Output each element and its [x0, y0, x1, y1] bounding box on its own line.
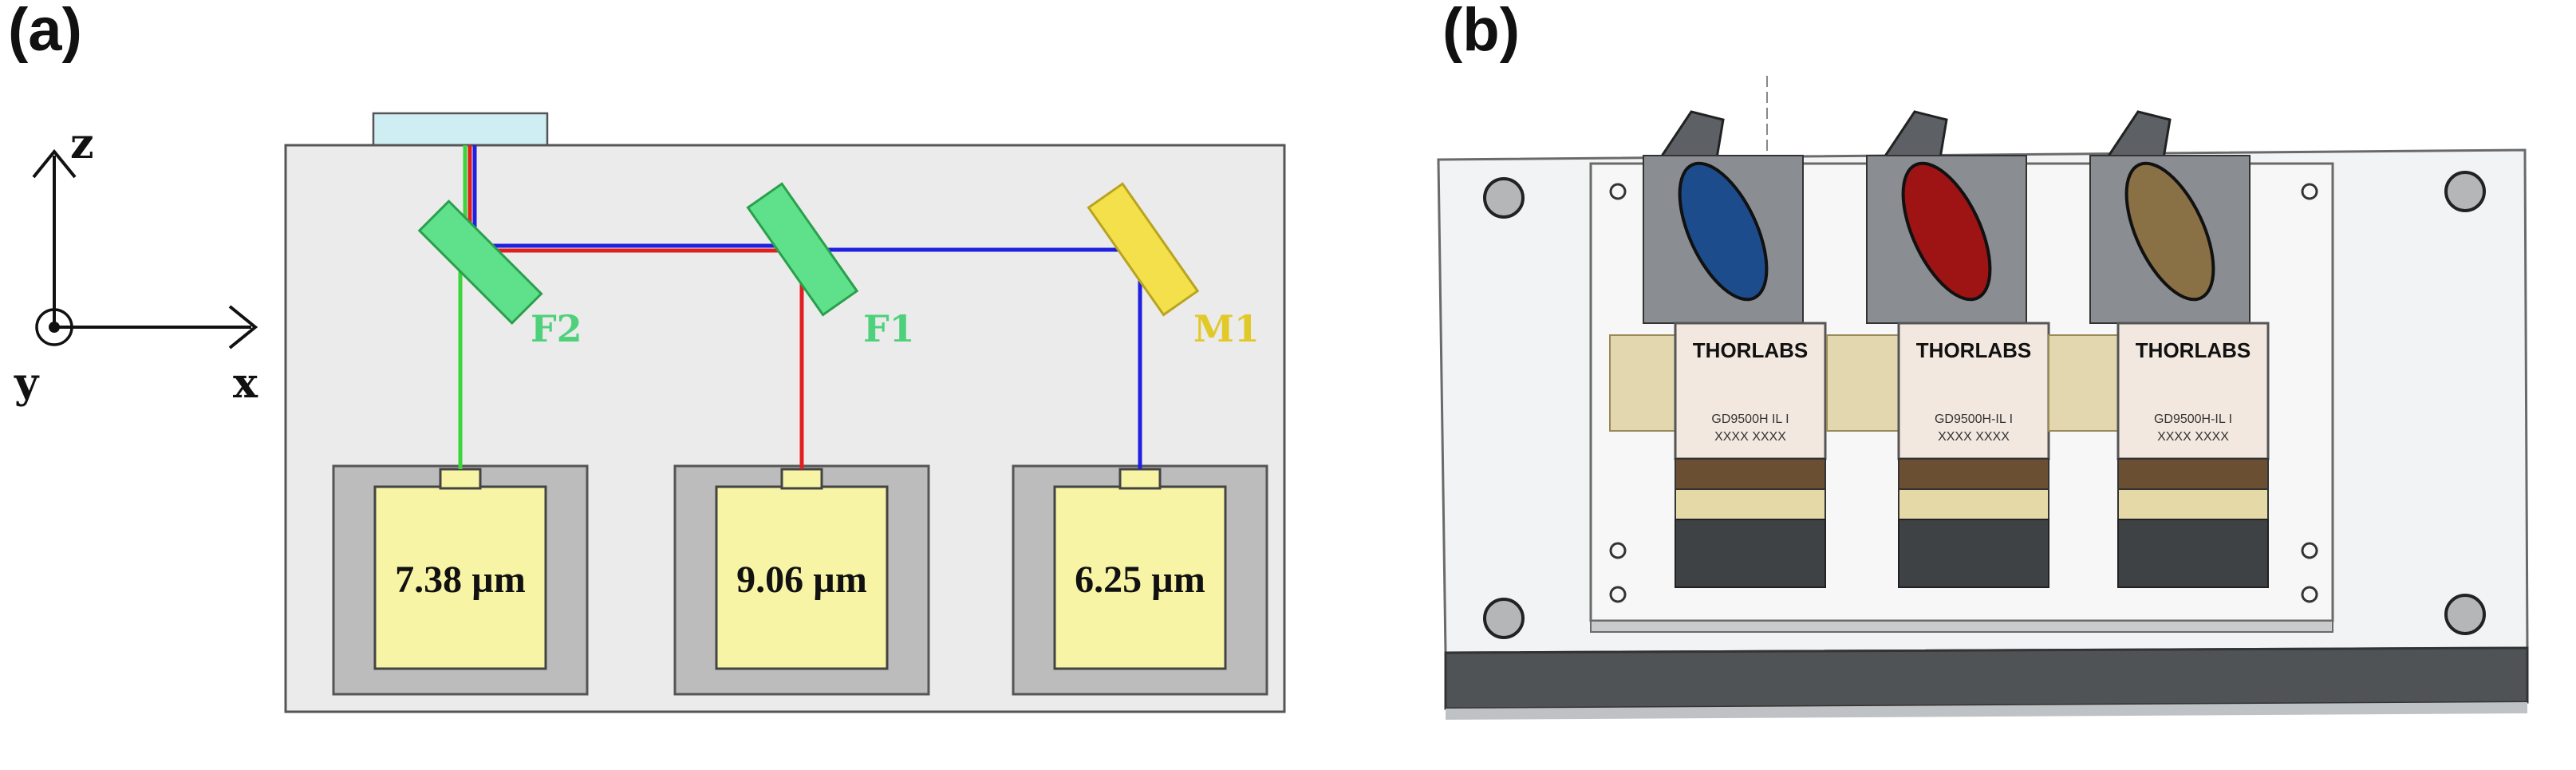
filter-f1 — [746, 182, 859, 317]
laser-aperture-2 — [780, 468, 823, 490]
filter-disc-2 — [1901, 161, 1992, 302]
base-block-3 — [2117, 488, 2269, 520]
base-plate-shadow — [1446, 702, 2527, 720]
panel-b-label: (b) — [1442, 0, 1521, 64]
corner-hole-bottom-right — [2444, 594, 2486, 635]
laser-aperture-3 — [1118, 468, 1162, 490]
corner-hole-top-left — [1483, 177, 1525, 219]
base-block-2 — [1898, 488, 2049, 520]
plate-hole-1 — [1609, 183, 1627, 200]
laser-1-wavelength: 7.38 µm — [395, 559, 526, 601]
cad-rendering: THORLABS GD9500H IL I XXXX XXXX THORLABS… — [1437, 76, 2529, 720]
heatsink-1 — [1675, 458, 1826, 490]
model-label-1: GD9500H IL I — [1711, 413, 1789, 426]
base-plate-front-edge — [1444, 646, 2529, 710]
plate-hole-6 — [2301, 586, 2318, 603]
heatsink-2 — [1898, 458, 2049, 490]
y-axis-dot — [49, 322, 60, 333]
model-label-2: GD9500H-IL I — [1935, 413, 2013, 426]
filter-f2 — [417, 199, 543, 326]
z-axis-label: z — [70, 120, 94, 168]
corner-hole-bottom-left — [1483, 598, 1525, 639]
laser-body-3 — [2116, 322, 2270, 460]
bottom-block-1 — [1675, 519, 1826, 588]
heatsink-3 — [2117, 458, 2269, 490]
serial-label-3: XXXX XXXX — [2157, 430, 2229, 444]
brand-label-1: THORLABS — [1693, 338, 1808, 362]
serial-label-2: XXXX XXXX — [1938, 430, 2010, 444]
filter-disc-1 — [1678, 161, 1769, 302]
plate-hole-4 — [2301, 183, 2318, 200]
laser-2-wavelength: 9.06 µm — [736, 559, 867, 601]
laser-aperture-1 — [439, 468, 482, 490]
filter-f1-label: F1 — [863, 307, 915, 350]
y-axis-label: y — [14, 359, 40, 408]
corner-hole-top-right — [2444, 171, 2486, 212]
laser-module-1: THORLABS GD9500H IL I XXXX XXXX — [1609, 110, 1827, 588]
mirror-m1-label: M1 — [1193, 307, 1260, 350]
laser-body-2 — [1897, 322, 2050, 460]
model-label-3: GD9500H-IL I — [2154, 413, 2232, 426]
laser-3-wavelength: 6.25 µm — [1075, 559, 1205, 601]
mirror-m1 — [1087, 182, 1200, 317]
serial-label-1: XXXX XXXX — [1714, 430, 1786, 444]
z-axis-arrowhead — [32, 148, 77, 179]
laser-chip-1 — [373, 485, 547, 670]
y-axis-circle — [35, 308, 73, 346]
x-axis-label: x — [233, 359, 258, 408]
plate-hole-3 — [1609, 586, 1627, 603]
pin-bank-1 — [1609, 334, 1684, 432]
brand-label-3: THORLABS — [2136, 338, 2251, 362]
breadboard-schematic: F2 F1 M1 7.38 µm 9.06 µm 6.25 µm — [284, 112, 1286, 713]
filter-f2-label: F2 — [531, 307, 582, 350]
brand-label-2: THORLABS — [1916, 338, 2031, 362]
laser-module-2: THORLABS GD9500H-IL I XXXX XXXX — [1826, 110, 2050, 588]
plate-hole-5 — [2301, 542, 2318, 559]
plate-hole-2 — [1609, 542, 1627, 559]
x-axis-arrowhead — [228, 305, 258, 349]
laser-module-3: THORLABS GD9500H-IL I XXXX XXXX — [2048, 110, 2270, 588]
filter-disc-3 — [2124, 161, 2215, 302]
panel-a-label: (a) — [8, 0, 82, 64]
laser-chip-3 — [1053, 485, 1227, 670]
mounting-plate-lip — [1590, 620, 2333, 633]
bottom-block-2 — [1898, 519, 2049, 588]
laser-chip-2 — [715, 485, 889, 670]
pin-bank-3 — [2048, 334, 2123, 432]
pin-bank-2 — [1826, 334, 1901, 432]
coordinate-axes: z x y — [14, 120, 258, 408]
base-block-1 — [1675, 488, 1826, 520]
output-window — [372, 112, 549, 148]
bottom-block-3 — [2117, 519, 2269, 588]
